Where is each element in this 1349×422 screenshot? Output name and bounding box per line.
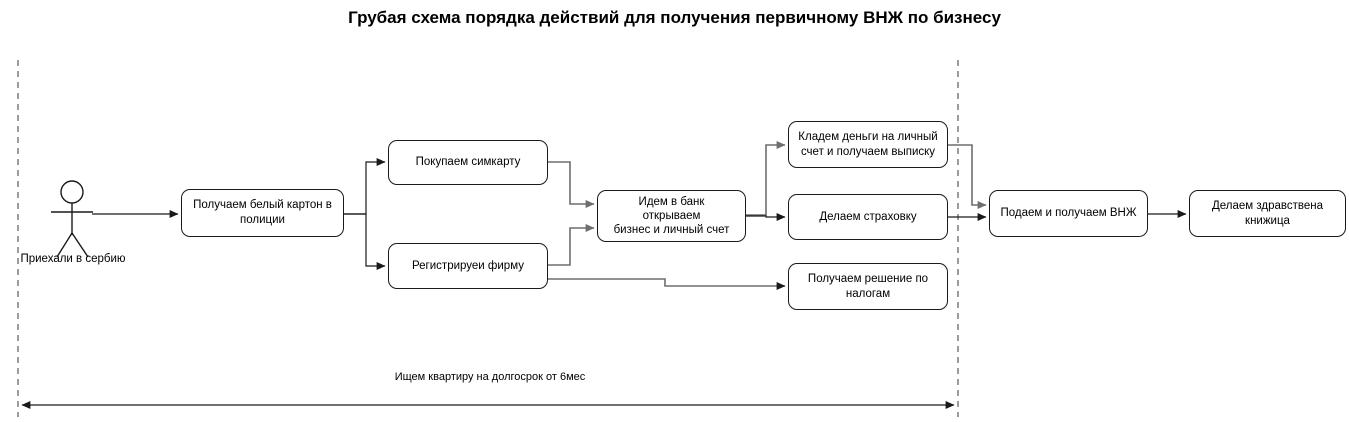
- edge-bank-to-deposit-money: [746, 141, 786, 216]
- node-register-firm-label: Регистрируеи фирму: [412, 259, 524, 272]
- node-health-book-label: Делаем здравствена книжица: [1211, 199, 1324, 227]
- node-health-book[interactable]: Делаем здравствена книжица: [1189, 190, 1346, 237]
- node-tax-decision[interactable]: Получаем решение по налогам: [788, 263, 948, 310]
- node-deposit-money[interactable]: Кладем деньги на личный счет и получаем …: [788, 121, 948, 168]
- node-apply-vnj-label: Подаем и получаем ВНЖ: [1000, 207, 1137, 219]
- edge-register-firm-to-tax-decision: [548, 278, 786, 290]
- node-white-carton-label: Получаем белый картон в полиции: [193, 199, 332, 226]
- span-label: Ищем квартиру на долгосрок от 6мес: [394, 371, 586, 383]
- edge-sim-card-to-bank: [548, 161, 595, 208]
- node-insurance-label: Делаем страховку: [819, 210, 917, 223]
- actor-label: Приехали в сербию: [20, 253, 126, 265]
- node-insurance[interactable]: Делаем страховку: [788, 194, 948, 240]
- stick-figure-actor: [51, 180, 93, 258]
- node-bank-label: Идем в банк открываем бизнес и личный сч…: [613, 196, 730, 236]
- edge-bank-to-insurance: [746, 213, 786, 221]
- node-register-firm[interactable]: Регистрируеи фирму: [388, 243, 548, 289]
- edge-register-firm-to-bank: [548, 224, 595, 266]
- node-bank[interactable]: Идем в банк открываем бизнес и личный сч…: [597, 190, 746, 242]
- node-tax-decision-label: Получаем решение по налогам: [807, 272, 929, 300]
- node-white-carton[interactable]: Получаем белый картон в полиции: [181, 189, 344, 237]
- node-apply-vnj[interactable]: Подаем и получаем ВНЖ: [989, 190, 1148, 237]
- node-sim-card[interactable]: Покупаем симкарту: [388, 140, 548, 185]
- edge-white-carton-to-register-firm: [344, 213, 386, 270]
- page-title: Грубая схема порядка действий для получе…: [348, 8, 1001, 27]
- edge-white-carton-to-sim-card: [344, 158, 386, 215]
- node-deposit-money-label: Кладем деньги на личный счет и получаем …: [798, 130, 938, 158]
- edge-deposit-money-to-apply-vnj: [948, 144, 987, 209]
- node-sim-card-label: Покупаем симкарту: [415, 156, 521, 168]
